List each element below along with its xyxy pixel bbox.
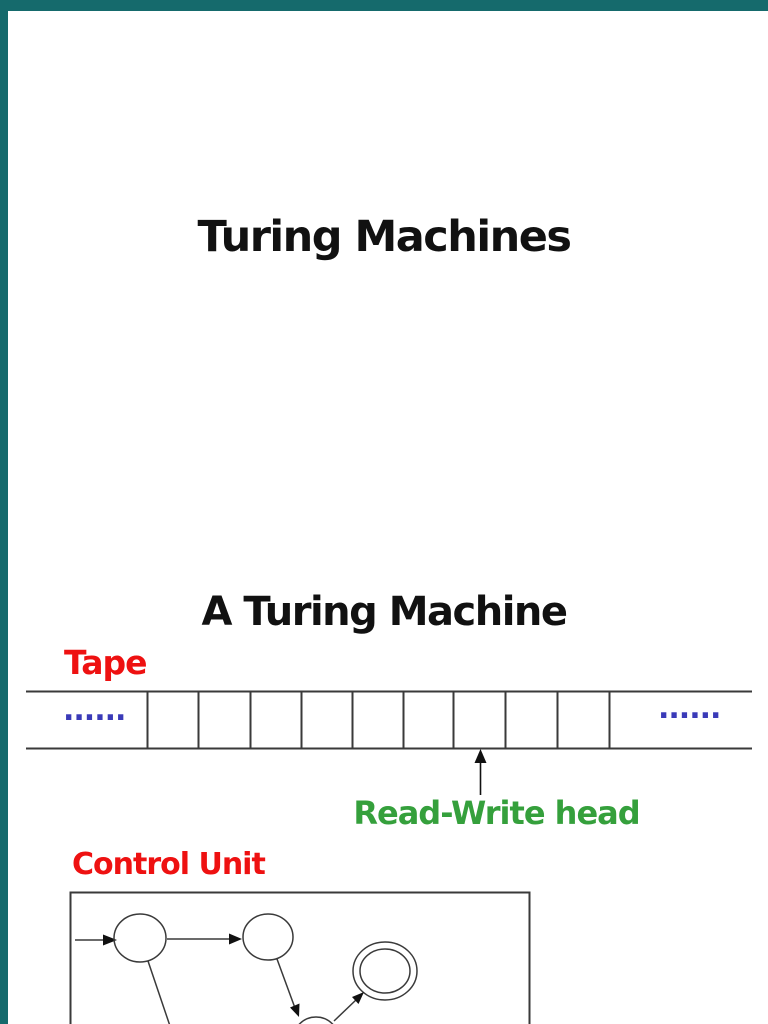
state-diagram — [75, 913, 418, 1024]
control-unit-box — [69, 891, 531, 1024]
transition-2-down-line — [276, 958, 296, 1009]
accept-state-outer-circle — [352, 941, 418, 1001]
state-circle-2 — [242, 913, 294, 961]
read-write-head-arrow — [474, 749, 487, 795]
tape-dots-right: ...... — [658, 691, 721, 726]
viewer-background-left-strip — [0, 0, 8, 1024]
read-write-head-label: Read-Write head — [353, 794, 640, 832]
transition-bottom-accept-line — [333, 998, 358, 1022]
transition-bottom-accept-arrow-head — [352, 992, 364, 1004]
control-unit-label: Control Unit — [72, 847, 266, 882]
accept-state-inner-circle — [359, 948, 411, 994]
slide-heading: A Turing Machine — [201, 589, 568, 635]
state-circle-1 — [113, 913, 167, 963]
page-title: Turing Machines — [197, 212, 572, 262]
start-arrow-head — [103, 934, 117, 946]
viewer-background-top-strip — [0, 0, 768, 11]
tape-dots-left: ...... — [63, 693, 126, 728]
state-circle-bottom — [298, 1016, 334, 1024]
tape-label: Tape — [64, 643, 148, 682]
transition-2-down-arrow-head — [290, 1003, 300, 1017]
transition-1-2-arrow-head — [229, 933, 242, 945]
transition-1-down-line — [147, 960, 171, 1024]
tape-cell-dividers — [146, 691, 611, 749]
